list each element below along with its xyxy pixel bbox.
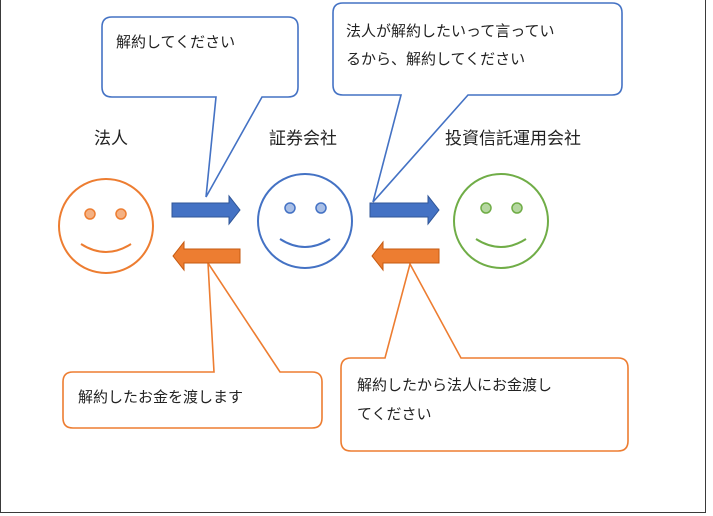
fund-manager-smiley-icon — [453, 173, 549, 269]
callout-top-right — [332, 2, 623, 203]
request-arrow-right-2 — [369, 194, 440, 226]
corporation-smiley-icon — [58, 178, 154, 274]
callout-bottom-left — [62, 260, 323, 429]
callout-bottom-left-text: 解約したお金を渡します — [78, 388, 244, 406]
callout-top-right-text-line1: 法人が解約したいって言ってい — [346, 22, 555, 40]
callout-top-left-text: 解約してください — [116, 33, 236, 51]
callout-bottom-right — [340, 261, 629, 452]
callout-bottom-right-text-line2: てください — [357, 405, 432, 423]
payment-arrow-left-2 — [371, 240, 440, 272]
callout-bottom-right-text-line1: 解約したから法人にお金渡し — [357, 376, 553, 394]
request-arrow-right-1 — [171, 194, 241, 226]
securities-company-smiley-icon — [257, 173, 353, 269]
corporation-label: 法人 — [94, 129, 128, 149]
securities-company-label: 証券会社 — [269, 129, 337, 149]
payment-arrow-left-1 — [172, 240, 241, 272]
fund-manager-label: 投資信託運用会社 — [445, 129, 581, 149]
callout-top-right-text-line2: るから、解約してください — [346, 50, 526, 68]
callout-top-left — [101, 16, 299, 198]
